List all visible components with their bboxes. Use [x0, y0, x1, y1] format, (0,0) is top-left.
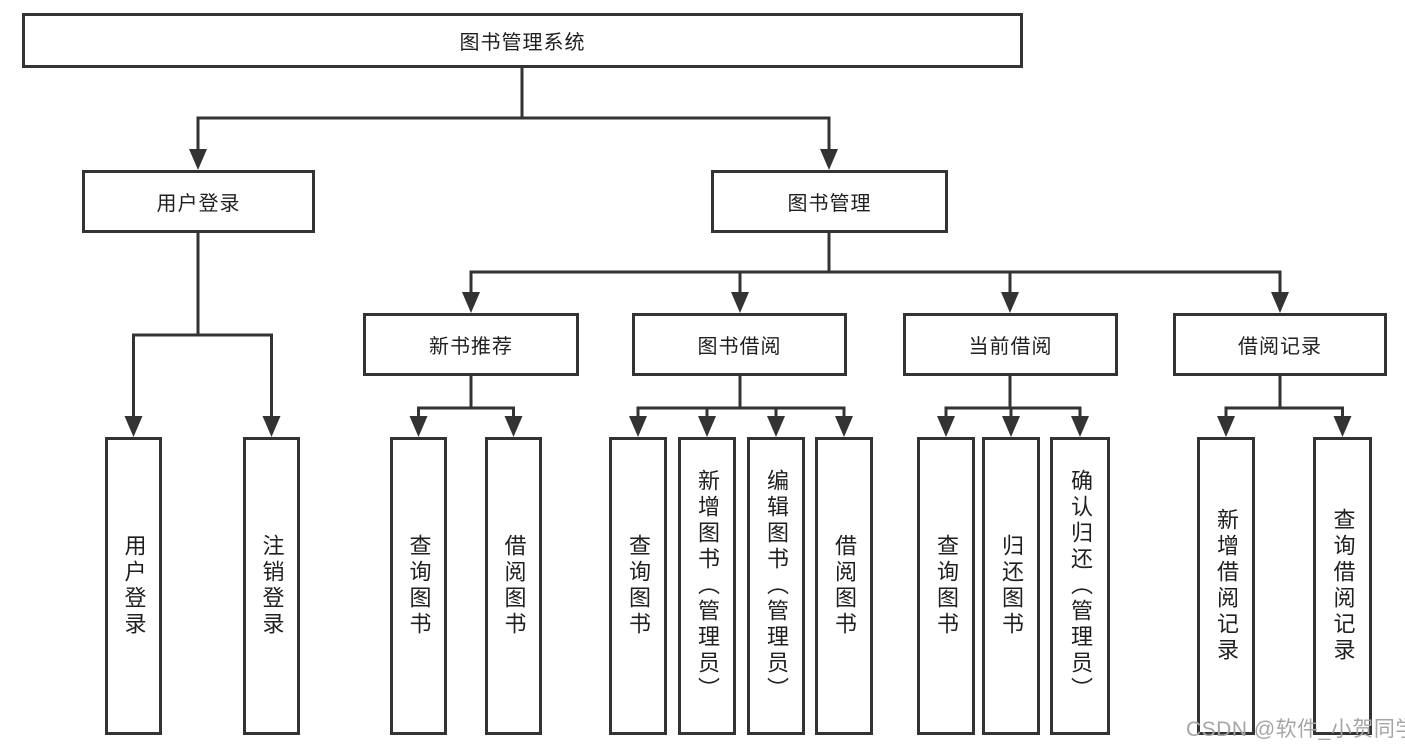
- leaf-current-query-books-label: 查询图书: [934, 534, 959, 638]
- leaf-borrow-add-books-admin-label: 新增图书（管理员）: [695, 469, 720, 703]
- leaf-current-return-books: 归还图书: [982, 437, 1040, 735]
- connector-root-to-level2: [189, 67, 838, 170]
- csdn-watermark: CSDN @软件_小贺同学: [1186, 718, 1405, 741]
- node-book-management: 图书管理: [711, 170, 948, 233]
- node-new-book-recommend: 新书推荐: [363, 313, 579, 376]
- leaf-logout-label: 注销登录: [259, 534, 285, 638]
- leaf-borrow-add-books-admin: 新增图书（管理员）: [678, 437, 736, 735]
- node-current-borrow: 当前借阅: [903, 313, 1118, 376]
- leaf-current-confirm-return-admin-label: 确认归还（管理员）: [1068, 469, 1093, 703]
- connector-records-to-leaves: [1217, 376, 1352, 437]
- leaf-logout: 注销登录: [243, 437, 300, 735]
- leaf-borrow-edit-books-admin: 编辑图书（管理员）: [747, 437, 805, 735]
- leaf-recommend-borrow-books: 借阅图书: [485, 437, 542, 735]
- node-root: 图书管理系统: [22, 13, 1023, 68]
- leaf-current-confirm-return-admin: 确认归还（管理员）: [1050, 437, 1110, 735]
- leaf-records-query-record: 查询借阅记录: [1313, 437, 1372, 735]
- connector-current-to-leaves: [937, 376, 1089, 437]
- leaf-records-query-record-label: 查询借阅记录: [1330, 508, 1356, 664]
- leaf-borrow-query-books-label: 查询图书: [626, 534, 651, 638]
- leaf-recommend-query-books: 查询图书: [390, 437, 447, 735]
- leaf-user-login: 用户登录: [105, 437, 162, 735]
- leaf-borrow-borrow-books-label: 借阅图书: [832, 534, 857, 638]
- leaf-borrow-edit-books-admin-label: 编辑图书（管理员）: [764, 469, 789, 703]
- node-book-borrow: 图书借阅: [632, 313, 847, 376]
- leaf-recommend-borrow-books-label: 借阅图书: [501, 534, 527, 638]
- leaf-records-add-record-label: 新增借阅记录: [1214, 508, 1239, 664]
- leaf-recommend-query-books-label: 查询图书: [406, 534, 432, 638]
- node-user-login: 用户登录: [82, 170, 315, 233]
- node-borrow-records: 借阅记录: [1173, 313, 1387, 376]
- connector-mgmt-to-mid: [462, 233, 1289, 313]
- leaf-user-login-label: 用户登录: [121, 534, 147, 638]
- leaf-records-add-record: 新增借阅记录: [1197, 437, 1255, 735]
- leaf-borrow-query-books: 查询图书: [609, 437, 667, 735]
- leaf-current-return-books-label: 归还图书: [999, 534, 1024, 638]
- connector-recommend-to-leaves: [409, 376, 523, 437]
- leaf-current-query-books: 查询图书: [917, 437, 975, 735]
- connector-borrow-to-leaves: [629, 376, 853, 437]
- leaf-borrow-borrow-books: 借阅图书: [815, 437, 873, 735]
- connector-login-to-leaves: [124, 233, 281, 437]
